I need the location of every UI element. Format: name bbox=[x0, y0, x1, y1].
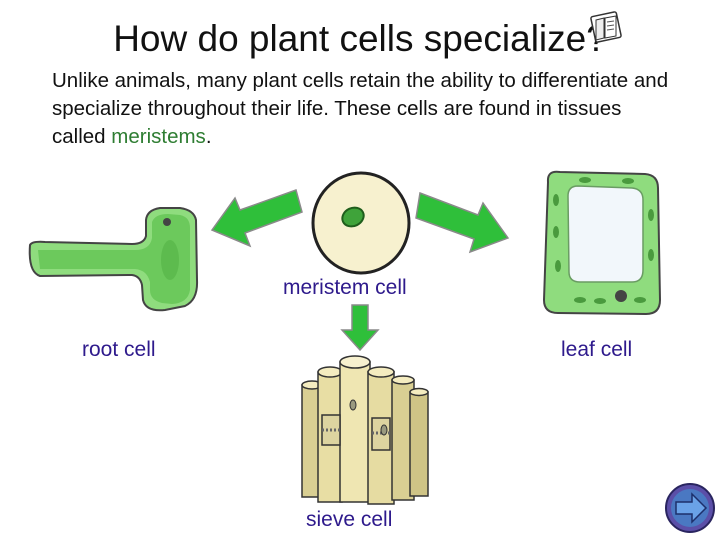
intro-paragraph: Unlike animals, many plant cells retain … bbox=[52, 67, 672, 151]
leaf-cell-image bbox=[542, 170, 662, 316]
label-meristem-cell: meristem cell bbox=[283, 276, 407, 299]
intro-text: Unlike animals, many plant cells retain … bbox=[52, 69, 669, 148]
sieve-cell-image bbox=[301, 355, 429, 505]
root-cell-image bbox=[28, 207, 199, 312]
next-arrow-icon[interactable] bbox=[665, 483, 715, 533]
arrow-to-sieve-icon bbox=[340, 304, 380, 352]
slide-title: How do plant cells specialize? bbox=[113, 18, 607, 59]
meristem-cell-image bbox=[311, 171, 411, 275]
keyword-meristems: meristems bbox=[111, 125, 206, 148]
arrow-to-leaf-icon bbox=[415, 191, 510, 254]
book-icon bbox=[590, 11, 622, 43]
arrow-to-root-icon bbox=[210, 189, 303, 248]
label-leaf-cell: leaf cell bbox=[561, 338, 633, 361]
label-sieve-cell: sieve cell bbox=[306, 508, 393, 531]
intro-period: . bbox=[205, 125, 212, 148]
label-root-cell: root cell bbox=[82, 338, 156, 361]
